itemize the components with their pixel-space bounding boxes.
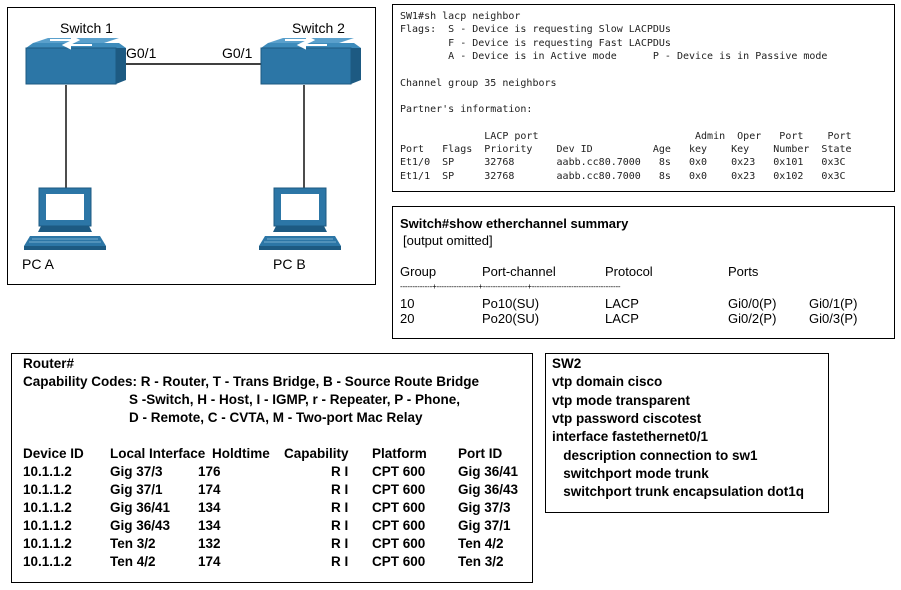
sw2-config-line: vtp password ciscotest: [552, 410, 702, 426]
cdp-header-port-id: Port ID: [458, 446, 503, 461]
cdp-device-id: 10.1.1.2: [23, 464, 72, 479]
pc-a-icon[interactable]: [24, 187, 106, 250]
cdp-device-id: 10.1.1.2: [23, 554, 72, 569]
etherchannel-protocol: LACP: [605, 296, 639, 311]
etherchannel-header-group: Group: [400, 264, 437, 279]
sw2-config-line: description connection to sw1: [552, 447, 758, 463]
cdp-port-id: Gig 36/43: [458, 482, 519, 497]
cdp-local-interface: Gig 37/1: [110, 482, 163, 497]
etherchannel-port: Gi0/1(P): [809, 296, 858, 311]
etherchannel-subtitle: [output omitted]: [403, 233, 493, 248]
etherchannel-header-protocol: Protocol: [605, 264, 653, 279]
lacp-line: SW1#sh lacp neighbor: [400, 11, 521, 22]
sw2-config-line: SW2: [552, 356, 582, 371]
cdp-header-platform: Platform: [372, 446, 427, 461]
pc-b-icon[interactable]: [259, 187, 341, 250]
cdp-platform: CPT 600: [372, 536, 426, 551]
cdp-capability: R I: [331, 500, 349, 515]
etherchannel-port: Gi0/3(P): [809, 311, 858, 326]
cdp-holdtime: 132: [198, 536, 221, 551]
sw1-port-label: G0/1: [126, 45, 157, 61]
etherchannel-title: Switch#show etherchannel summary: [400, 216, 629, 231]
cdp-holdtime: 134: [198, 518, 221, 533]
cdp-local-interface: Gig 36/41: [110, 500, 171, 515]
etherchannel-panel: Switch#show etherchannel summary [output…: [392, 206, 895, 339]
sw2-port-label: G0/1: [222, 45, 253, 61]
cdp-device-id: 10.1.1.2: [23, 536, 72, 551]
switch2-label: Switch 2: [292, 20, 345, 36]
etherchannel-header-ports: Ports: [728, 264, 759, 279]
cdp-holdtime: 174: [198, 482, 221, 497]
cdp-platform: CPT 600: [372, 518, 426, 533]
sw2-config-panel: SW2 vtp domain cisco vtp mode transparent v…: [545, 353, 829, 513]
cdp-device-id: 10.1.1.2: [23, 500, 72, 515]
cdp-header-holdtime: Holdtime: [212, 446, 270, 461]
cdp-local-interface: Ten 3/2: [110, 536, 156, 551]
switch2-icon[interactable]: [260, 35, 361, 85]
lacp-line: A - Device is in Active mode P - Device …: [400, 50, 828, 62]
cdp-port-id: Ten 4/2: [458, 536, 504, 551]
cdp-capability: R I: [331, 518, 349, 533]
lacp-line: Et1/0 SP 32768 aabb.cc80.7000 8s 0x0 0x2…: [400, 157, 846, 169]
sw2-config-line: switchport trunk encapsulation dot1q: [552, 484, 805, 500]
etherchannel-group: 20: [400, 311, 415, 326]
etherchannel-port: Gi0/2(P): [728, 311, 777, 326]
cdp-platform: CPT 600: [372, 500, 426, 515]
cdp-platform: CPT 600: [372, 482, 426, 497]
etherchannel-port-channel: Po10(SU): [482, 296, 540, 311]
cdp-header-device-id: Device ID: [23, 446, 84, 461]
lacp-line: Flags: S - Device is requesting Slow LAC…: [400, 24, 671, 36]
cdp-capability-line2: S -Switch, H - Host, I - IGMP, r - Repea…: [129, 392, 461, 407]
cdp-capability: R I: [331, 554, 349, 569]
cdp-device-id: 10.1.1.2: [23, 482, 72, 497]
cdp-capability-line3: D - Remote, C - CVTA, M - Two-port Mac R…: [129, 410, 423, 425]
lacp-line: Et1/1 SP 32768 aabb.cc80.7000 8s 0x0 0x2…: [400, 170, 846, 182]
switch1-icon[interactable]: [25, 35, 126, 85]
cdp-port-id: Gig 36/41: [458, 464, 519, 479]
lacp-line: Partner's information:: [400, 104, 533, 116]
cdp-port-id: Gig 37/1: [458, 518, 511, 533]
cdp-prompt: Router#: [23, 356, 75, 371]
etherchannel-protocol: LACP: [605, 311, 639, 326]
lacp-line: F - Device is requesting Fast LACPDUs: [400, 37, 671, 49]
cdp-port-id: Gig 37/3: [458, 500, 511, 515]
etherchannel-group: 10: [400, 296, 415, 311]
pc-a-label: PC A: [22, 256, 55, 272]
cdp-capability: R I: [331, 464, 349, 479]
sw2-config-line: vtp mode transparent: [552, 392, 691, 408]
cdp-local-interface: Gig 36/43: [110, 518, 171, 533]
cdp-local-interface: Gig 37/3: [110, 464, 163, 479]
sw2-config-line: switchport mode trunk: [552, 465, 709, 481]
cdp-holdtime: 134: [198, 500, 221, 515]
lacp-line: Port Flags Priority Dev ID Age key Key N…: [400, 144, 852, 155]
pc-b-label: PC B: [273, 256, 306, 272]
switch1-label: Switch 1: [60, 20, 113, 36]
cdp-platform: CPT 600: [372, 464, 426, 479]
sw2-config-line: interface fastethernet0/1: [552, 429, 709, 445]
cdp-holdtime: 174: [198, 554, 221, 569]
lacp-line: LACP port Admin Oper Port Port: [400, 130, 852, 142]
cdp-header-local-interface: Local Interface: [110, 446, 206, 461]
etherchannel-header-port-channel: Port-channel: [482, 264, 556, 279]
etherchannel-port-channel: Po20(SU): [482, 311, 540, 326]
cdp-device-id: 10.1.1.2: [23, 518, 72, 533]
cdp-holdtime: 176: [198, 464, 221, 479]
lacp-line: Channel group 35 neighbors: [400, 77, 557, 89]
etherchannel-port: Gi0/0(P): [728, 296, 777, 311]
cdp-header-capability: Capability: [284, 446, 349, 461]
cdp-local-interface: Ten 4/2: [110, 554, 156, 569]
cdp-capability: R I: [331, 536, 349, 551]
cdp-neighbors-panel: Router# Capability Codes: R - Router, T …: [11, 353, 533, 583]
cdp-capability: R I: [331, 482, 349, 497]
cdp-platform: CPT 600: [372, 554, 426, 569]
cdp-capability-line1: Capability Codes: R - Router, T - Trans …: [23, 374, 480, 389]
sw2-config-line: vtp domain cisco: [552, 374, 663, 390]
cdp-port-id: Ten 3/2: [458, 554, 504, 569]
etherchannel-separator: -------------+-----------------+--------…: [400, 282, 621, 291]
